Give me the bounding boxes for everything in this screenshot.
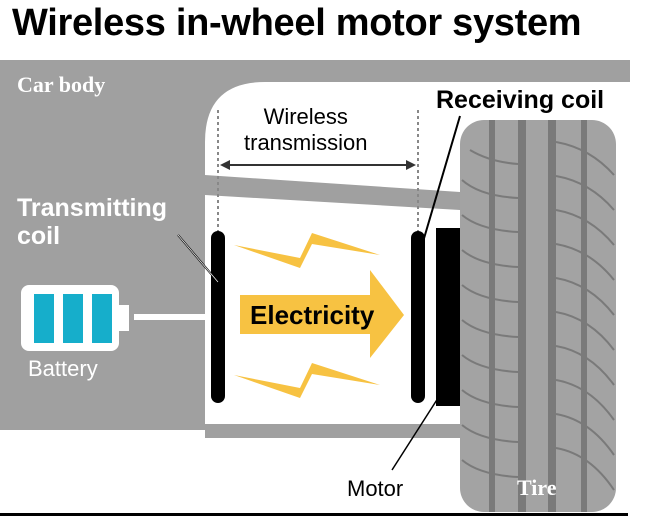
diagram-title: Wireless in-wheel motor system bbox=[12, 2, 582, 44]
electricity-label: Electricity bbox=[250, 300, 375, 330]
transmitting-coil-label: Transmitting coil bbox=[17, 194, 167, 250]
tire-label: Tire bbox=[517, 475, 557, 500]
lower-arm bbox=[205, 424, 460, 438]
motor-label: Motor bbox=[347, 476, 404, 501]
receiving-coil-label: Receiving coil bbox=[436, 86, 605, 114]
wireless-line1: Wireless bbox=[263, 104, 348, 129]
transmission-distance-arrow bbox=[220, 160, 416, 170]
car-body bbox=[0, 60, 630, 430]
electricity-arrow bbox=[240, 270, 404, 358]
wireless-transmission-label: Wireless transmission bbox=[244, 104, 367, 156]
car-body-label: Car body bbox=[17, 72, 106, 97]
battery-cable bbox=[134, 314, 208, 320]
battery-label: Battery bbox=[28, 356, 98, 381]
transmitting-line1: Transmitting bbox=[17, 194, 168, 222]
ground-line bbox=[0, 513, 628, 516]
wireless-line2: transmission bbox=[244, 130, 368, 155]
tire bbox=[460, 120, 616, 512]
lightning-bolt-bottom bbox=[234, 363, 380, 398]
lightning-bolt-top bbox=[234, 233, 380, 268]
battery-icon bbox=[21, 285, 129, 351]
motor bbox=[436, 228, 460, 406]
receiving-coil bbox=[411, 231, 425, 403]
upper-arm bbox=[205, 175, 460, 210]
transmitting-line2: coil bbox=[17, 222, 61, 250]
transmitting-coil bbox=[211, 231, 225, 403]
